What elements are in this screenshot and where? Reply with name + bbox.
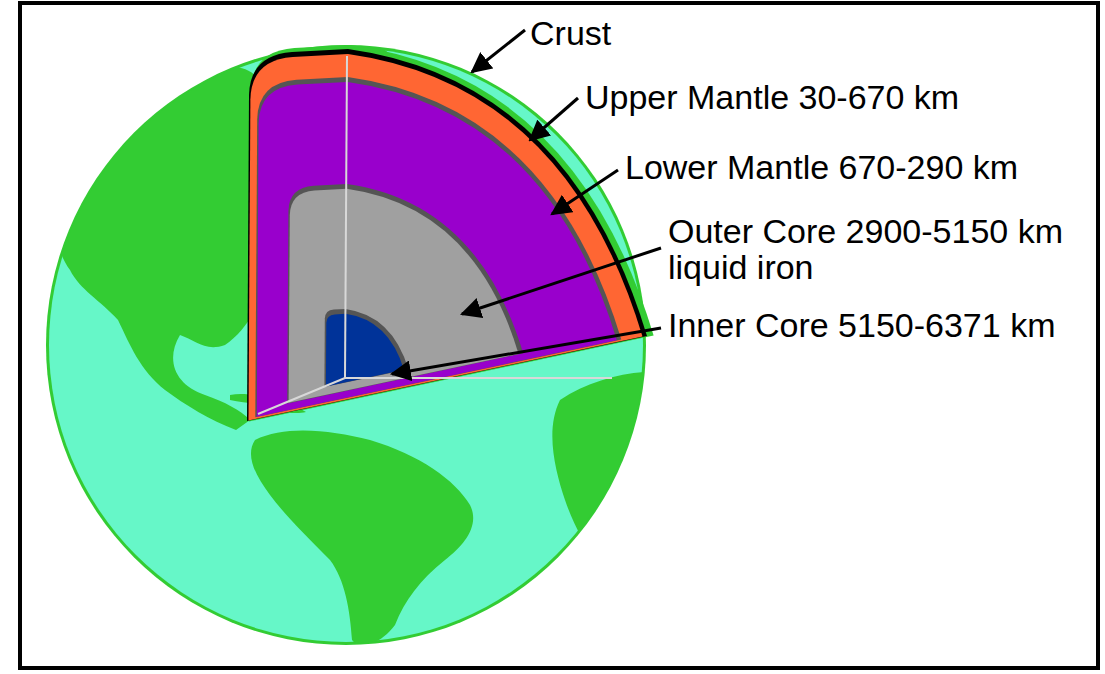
leader-arrow [530,98,578,140]
inner-core-layer [326,314,404,387]
leader-arrow [552,170,618,214]
layer-label: Upper Mantle 30-670 km [585,80,1095,116]
inner-core-edge [324,309,408,387]
layer-label: Inner Core 5150-6371 km [668,308,1098,344]
layer-label: Crust [530,16,830,52]
layer-label: Outer Core 2900-5150 km liquid iron [668,214,1098,285]
frame [20,3,1098,668]
layer-label: Lower Mantle 670-290 km [625,150,1095,186]
leader-arrow [392,328,661,374]
leader-arrow [472,30,525,72]
octant-edges [258,56,612,414]
leader-arrow [462,248,661,314]
